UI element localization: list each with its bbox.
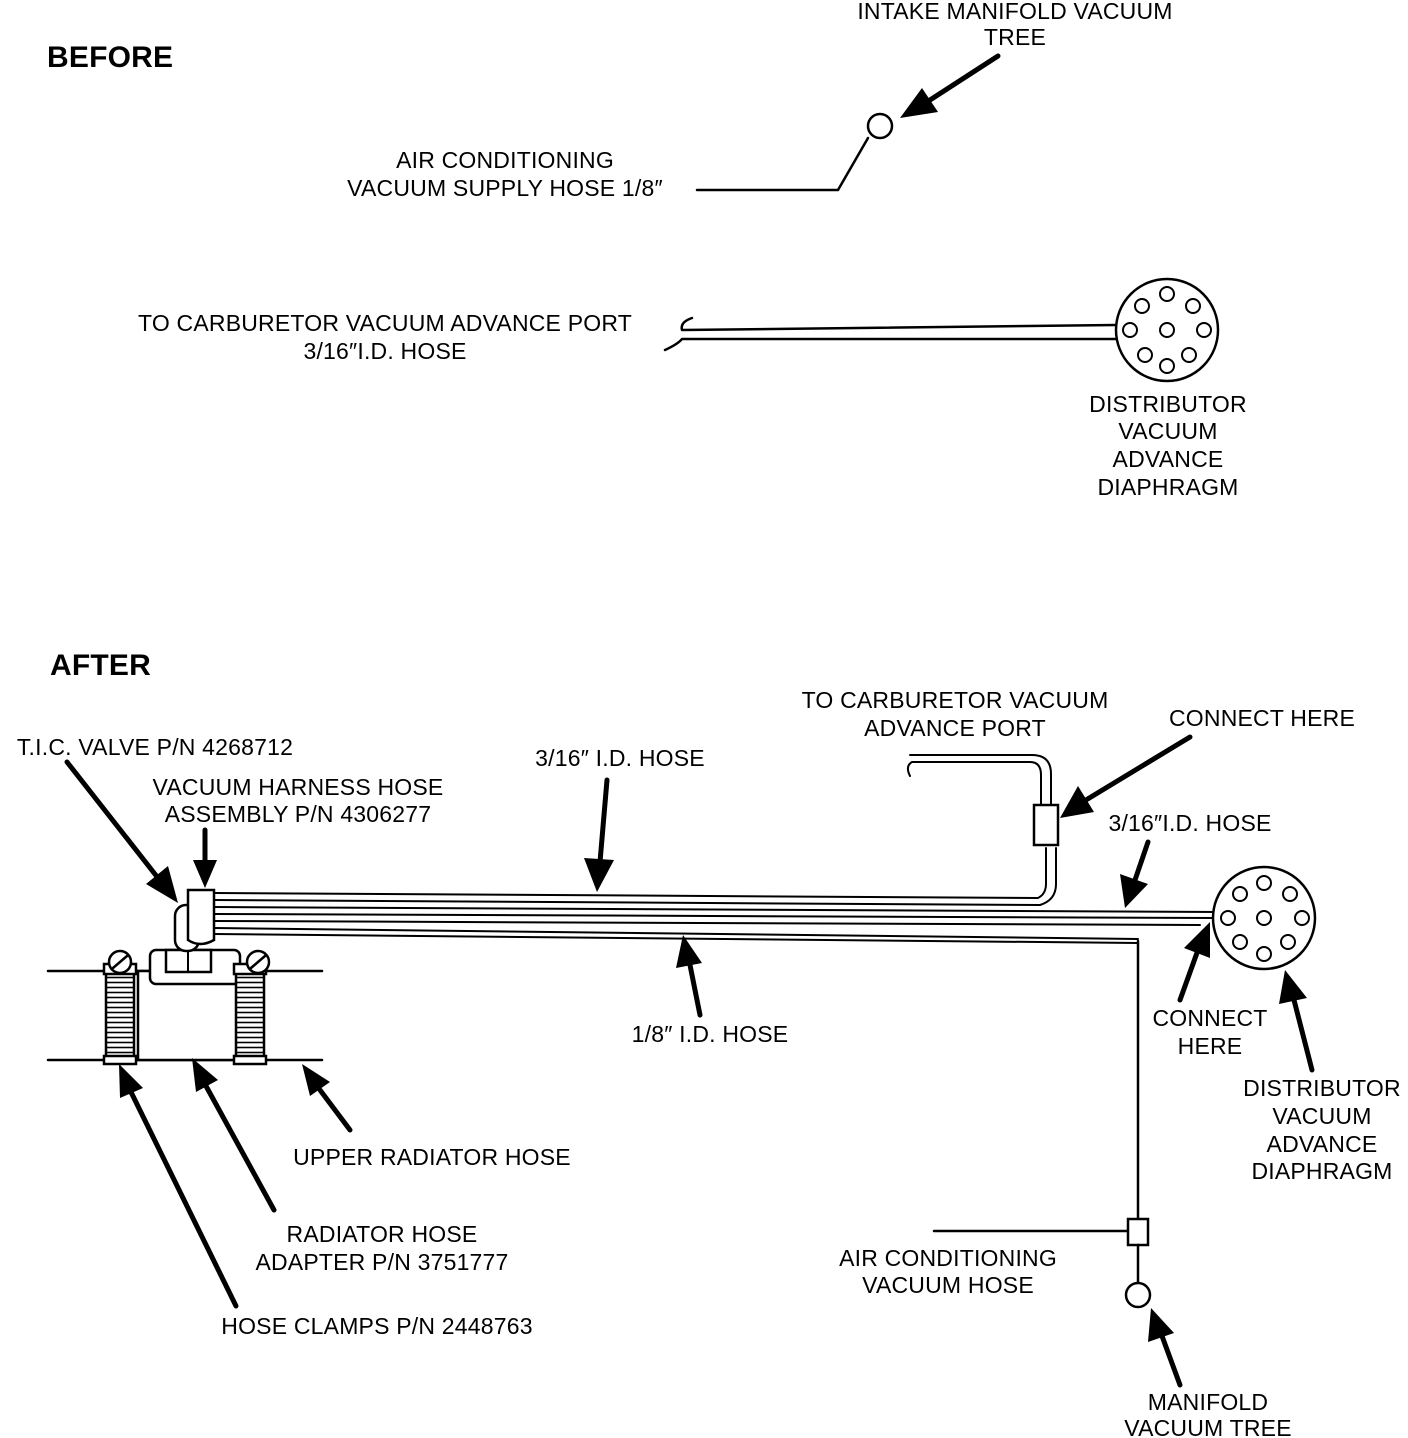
before-carb-advance-hose <box>663 316 1118 352</box>
after-heading: AFTER <box>50 649 151 682</box>
after-connect-here-top-arrow <box>1060 734 1193 818</box>
after-upper-radiator-hose-label: UPPER RADIATOR HOSE <box>293 1144 571 1170</box>
after-tic-valve <box>173 888 216 953</box>
after-ac-hose-label-line2: VACUUM HOSE <box>862 1272 1034 1298</box>
after-radiator-adapter-label-line1: RADIATOR HOSE <box>287 1221 478 1247</box>
before-intake-tree-arrow <box>900 53 1001 118</box>
after-tic-valve-label: T.I.C. VALVE P/N 4268712 <box>17 734 293 760</box>
after-hose-18-label: 1/8″ I.D. HOSE <box>632 1021 789 1047</box>
after-carb-advance-hose <box>906 754 1052 806</box>
after-hose-316-top-arrow <box>584 777 614 892</box>
after-ac-hose-label-line1: AIR CONDITIONING <box>839 1245 1057 1271</box>
after-hose-clamp-right <box>232 949 271 1066</box>
after-hose-18-arrow <box>676 935 703 1018</box>
after-connect-here-bottom-label-line2: HERE <box>1178 1033 1243 1059</box>
after-hose-316-top-label: 3/16″ I.D. HOSE <box>535 745 705 771</box>
after-harness-label-line1: VACUUM HARNESS HOSE <box>153 774 444 800</box>
before-distributor-label-line4: DIAPHRAGM <box>1097 474 1238 500</box>
after-carb-port-label-line2: ADVANCE PORT <box>864 715 1046 741</box>
after-upper-radiator-hose-arrow <box>302 1064 353 1133</box>
after-distributor-vacuum-diaphragm <box>1211 865 1317 971</box>
before-ac-supply-label-line2: VACUUM SUPPLY HOSE 1/8″ <box>347 175 663 201</box>
after-hose-316-right-label: 3/16″I.D. HOSE <box>1108 810 1271 836</box>
after-distributor-label-line4: DIAPHRAGM <box>1251 1158 1392 1184</box>
after-manifold-tree-label-line2: VACUUM TREE <box>1124 1415 1291 1438</box>
before-intake-vacuum-tree-port <box>866 112 894 140</box>
before-ac-supply-label-line1: AIR CONDITIONING <box>396 147 614 173</box>
after-vacuum-harness-hose-bundle <box>213 847 1221 944</box>
before-distributor-label-line2: VACUUM <box>1118 418 1217 444</box>
after-distributor-arrow <box>1279 970 1315 1073</box>
after-connect-here-top-label: CONNECT HERE <box>1169 705 1355 731</box>
before-carb-port-label-line1: TO CARBURETOR VACUUM ADVANCE PORT <box>138 310 632 336</box>
after-section: AFTER T.I.C. VALVE P/N 4268712 VACUUM HA… <box>17 649 1401 1438</box>
before-distributor-label-line3: ADVANCE <box>1113 446 1224 472</box>
after-carb-port-label-line1: TO CARBURETOR VACUUM <box>802 687 1109 713</box>
after-manifold-tree-arrow <box>1148 1308 1183 1388</box>
before-distributor-label-line1: DISTRIBUTOR <box>1089 391 1247 417</box>
before-carb-port-label-line2: 3/16″I.D. HOSE <box>303 338 466 364</box>
before-heading: BEFORE <box>47 41 173 74</box>
before-intake-tree-label-line1: INTAKE MANIFOLD VACUUM <box>857 0 1172 24</box>
after-hose-clamp-left <box>102 949 138 1066</box>
after-distributor-label-line3: ADVANCE <box>1267 1131 1378 1157</box>
after-hose-clamps-arrow <box>119 1064 239 1309</box>
after-connect-here-bottom-arrow <box>1177 922 1210 1003</box>
after-harness-arrow <box>193 827 217 888</box>
after-radiator-adapter-arrow <box>192 1058 277 1213</box>
after-hose-316-right-arrow <box>1120 839 1151 908</box>
after-manifold-vacuum-tree-port <box>1124 1281 1152 1309</box>
after-manifold-tree-label-line1: MANIFOLD <box>1148 1389 1268 1415</box>
before-ac-supply-hose <box>695 136 870 192</box>
before-intake-tree-label-line2: TREE <box>984 24 1046 50</box>
after-distributor-label-line1: DISTRIBUTOR <box>1243 1075 1401 1101</box>
before-section: BEFORE INTAKE MANIFOLD VACUUM TREE AIR C… <box>47 0 1247 500</box>
after-tic-valve-arrow <box>64 759 178 903</box>
after-distributor-label-line2: VACUUM <box>1272 1103 1371 1129</box>
before-distributor-vacuum-diaphragm <box>1114 277 1220 383</box>
after-radiator-adapter-label-line2: ADAPTER P/N 3751777 <box>255 1249 508 1275</box>
after-connect-here-bottom-label-line1: CONNECT <box>1152 1005 1267 1031</box>
after-hose-clamps-label: HOSE CLAMPS P/N 2448763 <box>221 1313 532 1339</box>
after-harness-label-line2: ASSEMBLY P/N 4306277 <box>165 801 432 827</box>
after-connect-here-fitting <box>1032 803 1060 847</box>
after-ac-tee-fitting <box>1126 1217 1150 1247</box>
